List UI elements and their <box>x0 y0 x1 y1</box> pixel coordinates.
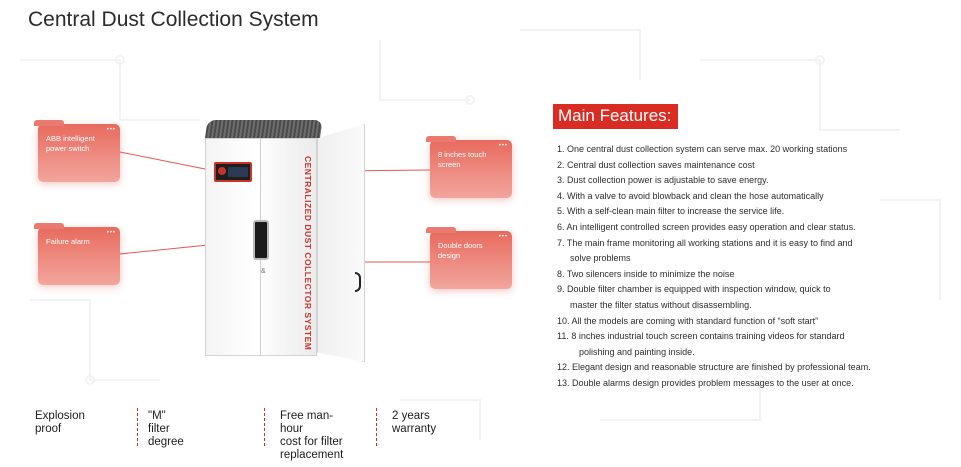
features-heading: Main Features: <box>553 104 679 129</box>
feature-item-continuation: polishing and painting inside. <box>579 346 695 357</box>
callout-dots: ••• <box>498 143 508 149</box>
page-title: Central Dust Collection System <box>28 8 319 31</box>
feature-item: 11. 8 inches industrial touch screen con… <box>557 331 845 342</box>
inspection-window <box>253 220 269 260</box>
callout-abb-label: ABB intelligent power switch <box>46 134 95 153</box>
benefit-explosion-proof: Explosion proof <box>35 410 85 435</box>
feature-item-continuation: solve problems <box>570 253 631 264</box>
machine-top-vent <box>205 120 323 138</box>
callout-abb-power-switch: ••• ABB intelligent power switch <box>34 120 120 182</box>
door-handle-icon <box>355 272 361 292</box>
feature-item: 8. Two silencers inside to minimize the … <box>557 268 735 279</box>
feature-item: 4. With a valve to avoid blowback and cl… <box>557 190 824 201</box>
benefit-warranty: 2 years warranty <box>392 410 437 435</box>
feature-item: 2. Central dust collection saves mainten… <box>557 159 755 170</box>
feature-item: 6. An intelligent controlled screen prov… <box>557 221 856 232</box>
benefit-filter-degree: "M" filter degree <box>148 410 184 448</box>
feature-item: 12. Elegant design and reasonable struct… <box>557 362 871 373</box>
callout-tab <box>34 223 64 229</box>
benefit-free-man-hour: Free man-hour cost for filter replacemen… <box>280 410 343 462</box>
callout-tab <box>426 227 456 233</box>
callout-dots: ••• <box>106 127 116 133</box>
feature-item: 5. With a self-clean main filter to incr… <box>557 206 785 217</box>
machine-side-text: CENTRALIZED DUST COLLECTOR SYSTEM <box>303 156 313 351</box>
benefit-separator <box>264 408 265 446</box>
features-list: 1. One central dust collection system ca… <box>557 142 947 392</box>
feature-item: 10. All the models are coming with stand… <box>557 315 819 326</box>
callout-double-doors: ••• Double doors design <box>426 227 512 289</box>
benefit-separator <box>376 408 377 446</box>
callout-tab <box>426 136 456 142</box>
callout-touch-label: 8 inches touch screen <box>438 150 487 169</box>
feature-item: 1. One central dust collection system ca… <box>557 144 848 154</box>
callout-dots: ••• <box>498 234 508 240</box>
benefit-free-line2: cost for filter <box>280 436 343 448</box>
feature-item-continuation: master the filter status without disasse… <box>570 299 752 310</box>
callout-doors-label: Double doors design <box>438 241 483 260</box>
callout-tab <box>34 120 64 126</box>
callout-failure-label: Failure alarm <box>46 237 90 246</box>
callout-touch-screen: ••• 8 inches touch screen <box>426 136 512 198</box>
feature-item: 3. Dust collection power is adjustable t… <box>557 175 769 186</box>
benefit-free-line1: Free man-hour <box>280 410 334 435</box>
feature-item: 9. Double filter chamber is equipped wit… <box>557 284 831 295</box>
benefit-free-line3: replacement <box>280 449 344 461</box>
feature-item: 7. The main frame monitoring all working… <box>557 237 853 248</box>
callout-dots: ••• <box>106 230 116 236</box>
benefit-separator <box>137 408 138 446</box>
callout-failure-alarm: ••• Failure alarm <box>34 223 120 285</box>
feature-item: 13. Double alarms design provides proble… <box>557 377 854 388</box>
machine-side-panel <box>317 124 365 362</box>
small-mark: & <box>261 268 266 275</box>
power-switch-knob <box>218 167 226 175</box>
dust-collector-machine: & CENTRALIZED DUST COLLECTOR SYSTEM <box>205 120 365 365</box>
